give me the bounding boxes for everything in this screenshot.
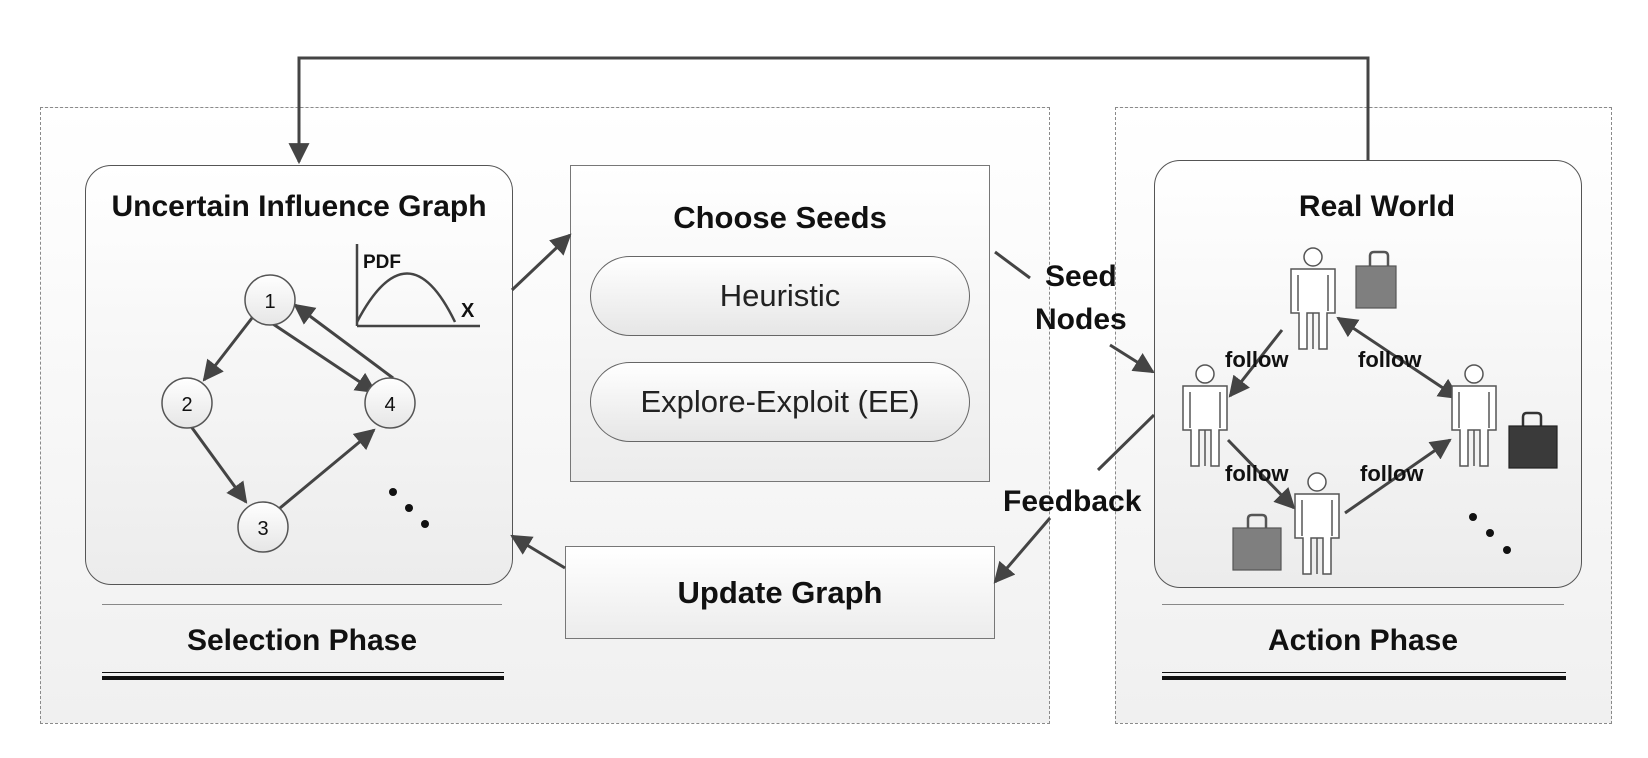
seed-nodes-arrow-a xyxy=(994,250,1031,280)
choose-seeds-title: Choose Seeds xyxy=(673,200,887,235)
x-axis-label: X xyxy=(461,300,475,322)
person-right-icon xyxy=(1451,364,1497,467)
seed-nodes-arrow-b xyxy=(1109,343,1155,374)
shopping-bag-dark-icon xyxy=(1508,411,1558,469)
person-top-icon xyxy=(1290,247,1336,350)
update-to-graph-arrow xyxy=(510,534,566,570)
follow-label-4: follow xyxy=(1360,461,1424,486)
selection-phase-underline xyxy=(102,672,504,680)
shopping-bag-light-icon xyxy=(1355,250,1397,309)
action-phase-divider xyxy=(1162,604,1564,605)
graph-ellipsis xyxy=(389,488,429,528)
selection-phase-label: Selection Phase xyxy=(186,624,418,657)
update-graph-title: Update Graph xyxy=(677,574,883,610)
follow-edges xyxy=(1226,316,1460,515)
explore-exploit-option[interactable]: Explore-Exploit (EE) xyxy=(590,362,970,442)
svg-text:1: 1 xyxy=(264,291,275,313)
shopping-bag-light-icon-2 xyxy=(1232,513,1282,571)
svg-text:3: 3 xyxy=(257,518,268,540)
action-phase-underline xyxy=(1162,672,1566,680)
person-left-icon xyxy=(1182,364,1228,467)
pdf-label: PDF xyxy=(363,252,401,273)
graph-edges xyxy=(188,303,394,510)
graph-to-seeds-arrow xyxy=(510,233,572,292)
svg-text:2: 2 xyxy=(181,394,192,416)
action-phase-label: Action Phase xyxy=(1267,624,1459,657)
loop-back-arrow xyxy=(288,56,1370,165)
follow-label-2: follow xyxy=(1358,347,1422,372)
real-world-ellipsis xyxy=(1469,513,1511,554)
heuristic-option[interactable]: Heuristic xyxy=(590,256,970,336)
real-world-title: Real World xyxy=(1298,190,1456,223)
pdf-plot: PDF X xyxy=(355,244,480,328)
uncertain-influence-graph-title: Uncertain Influence Graph xyxy=(111,190,487,223)
svg-text:4: 4 xyxy=(384,394,395,416)
follow-label-3: follow xyxy=(1225,461,1289,486)
person-bottom-icon xyxy=(1294,472,1340,575)
feedback-arrow-a xyxy=(1096,413,1156,472)
seed-nodes-label-line2: Nodes xyxy=(1035,303,1127,336)
feedback-label: Feedback xyxy=(1003,485,1142,518)
graph-node-2: 2 xyxy=(161,377,213,429)
follow-label-1: follow xyxy=(1225,347,1289,372)
seed-nodes-label-line1: Seed xyxy=(1045,260,1117,293)
graph-node-4: 4 xyxy=(364,377,416,429)
graph-node-3: 3 xyxy=(237,501,289,553)
graph-node-1: 1 xyxy=(244,274,296,326)
uncertain-influence-graph-box xyxy=(85,165,513,585)
feedback-arrow-b xyxy=(993,517,1052,584)
selection-phase-divider xyxy=(102,604,502,605)
update-graph-box: Update Graph xyxy=(565,546,995,639)
